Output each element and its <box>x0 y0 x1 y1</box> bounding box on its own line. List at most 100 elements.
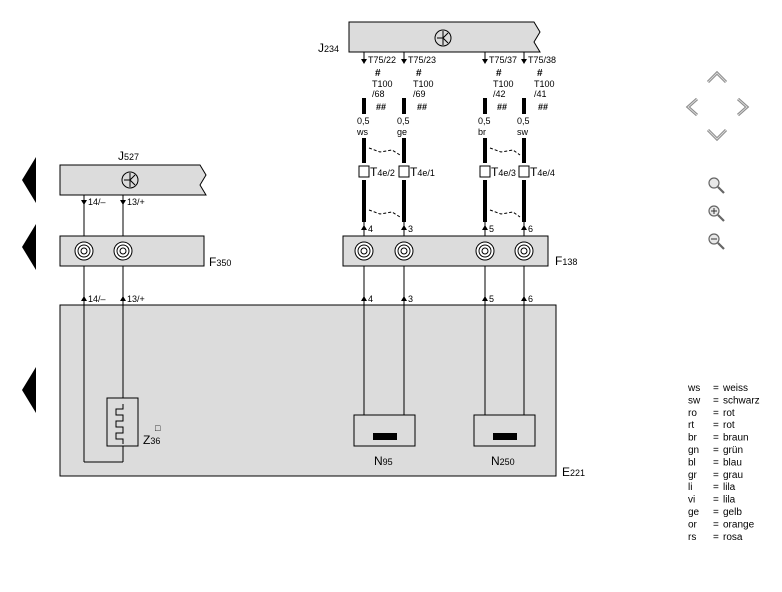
page-back-arrow-icon[interactable] <box>22 367 36 413</box>
svg-text:3: 3 <box>408 294 413 304</box>
connector-f138 <box>342 235 549 267</box>
right-pin-labels: 4 3 5 6 <box>368 294 533 304</box>
svg-text:T4e/4: T4e/4 <box>530 165 555 179</box>
legend-name: gelb <box>723 507 742 518</box>
nav-left-icon[interactable] <box>685 97 698 117</box>
legend-equals: = <box>713 495 719 506</box>
legend-equals: = <box>713 420 719 431</box>
svg-text:/41: /41 <box>534 89 547 99</box>
legend-code: li <box>688 482 692 493</box>
legend-equals: = <box>713 532 719 543</box>
control-unit-j527 <box>59 164 207 196</box>
svg-text:/42: /42 <box>493 89 506 99</box>
component-label-f138: F138 <box>555 254 577 268</box>
svg-text:T100: T100 <box>372 79 393 89</box>
legend-name: rot <box>723 408 735 419</box>
component-label-n250: N250 <box>491 454 515 468</box>
legend-code: ge <box>688 507 700 518</box>
legend-code: or <box>688 519 698 530</box>
legend-code: br <box>688 433 698 444</box>
wire-label-2: T75/23 # T100 /69 ## 0,5 ge T4e/1 3 <box>397 55 436 234</box>
page-back-arrow-icon[interactable] <box>22 157 36 203</box>
legend-name: rot <box>723 420 735 431</box>
legend-equals: = <box>713 408 719 419</box>
svg-text:##: ## <box>538 102 548 112</box>
legend-equals: = <box>713 470 719 481</box>
nav-down-icon[interactable] <box>706 128 728 142</box>
z36-mark: □ <box>155 423 161 433</box>
component-label-z36: Z36 <box>143 433 160 447</box>
legend-code: bl <box>688 457 696 468</box>
legend-equals: = <box>713 395 719 406</box>
svg-text:#: # <box>496 68 502 79</box>
zoom-out-icon[interactable] <box>708 233 725 250</box>
legend-equals: = <box>713 457 719 468</box>
connector-socket <box>354 241 374 261</box>
legend-name: blau <box>723 457 742 468</box>
legend-name: weiss <box>722 383 748 394</box>
legend-equals: = <box>713 507 719 518</box>
component-label-f350: F350 <box>209 255 231 269</box>
control-unit-j234 <box>348 21 541 53</box>
control-unit-e221-box <box>59 304 557 477</box>
svg-text:T4e/3: T4e/3 <box>491 165 516 179</box>
svg-text:4: 4 <box>368 294 373 304</box>
svg-text:3: 3 <box>408 224 413 234</box>
component-label-j527: J527 <box>118 149 139 163</box>
svg-text:0,5: 0,5 <box>357 116 370 126</box>
svg-text:ws: ws <box>356 127 368 137</box>
svg-text:T100: T100 <box>493 79 514 89</box>
legend-name: lila <box>723 482 736 493</box>
zoom-fit-icon[interactable] <box>708 177 725 194</box>
svg-text:14/–: 14/– <box>88 197 106 207</box>
legend-equals: = <box>713 519 719 530</box>
connector-socket <box>113 241 133 261</box>
svg-text:T75/38: T75/38 <box>528 55 556 65</box>
terminal-arrows <box>361 59 527 230</box>
plug-connector-symbols <box>358 165 530 178</box>
legend-code: sw <box>688 395 701 406</box>
svg-text:14/–: 14/– <box>88 294 106 304</box>
svg-text:T100: T100 <box>413 79 434 89</box>
wire-bundle <box>362 98 526 222</box>
svg-text:6: 6 <box>528 294 533 304</box>
legend-equals: = <box>713 383 719 394</box>
legend-code: gr <box>688 470 698 481</box>
legend-code: rt <box>688 420 694 431</box>
svg-text:br: br <box>478 127 486 137</box>
svg-text:0,5: 0,5 <box>478 116 491 126</box>
svg-text:13/+: 13/+ <box>127 197 145 207</box>
zoom-in-icon[interactable] <box>708 205 725 222</box>
svg-text:13/+: 13/+ <box>127 294 145 304</box>
wire-label-4: T75/38 # T100 /41 ## 0,5 sw T4e/4 6 <box>517 55 556 234</box>
legend-code: rs <box>688 532 696 543</box>
legend-name: orange <box>723 519 755 530</box>
nav-right-icon[interactable] <box>737 97 750 117</box>
page-back-arrow-icon[interactable] <box>22 224 36 270</box>
component-label-e221: E221 <box>562 465 585 479</box>
legend-name: rosa <box>723 532 743 543</box>
svg-text:##: ## <box>497 102 507 112</box>
svg-text:5: 5 <box>489 294 494 304</box>
svg-text:sw: sw <box>517 127 529 137</box>
heater-element-z36 <box>106 397 139 447</box>
svg-text:T75/23: T75/23 <box>408 55 436 65</box>
svg-text:/68: /68 <box>372 89 385 99</box>
nav-up-icon[interactable] <box>706 70 728 84</box>
svg-text:0,5: 0,5 <box>397 116 410 126</box>
svg-text:T75/22: T75/22 <box>368 55 396 65</box>
svg-text:6: 6 <box>528 224 533 234</box>
valve-n250 <box>473 414 536 447</box>
svg-text:##: ## <box>376 102 386 112</box>
component-label-j234: J234 <box>318 41 339 55</box>
valve-n95 <box>353 414 416 447</box>
legend-name: grau <box>723 470 743 481</box>
legend-code: ro <box>688 408 697 419</box>
legend-equals: = <box>713 445 719 456</box>
legend-code: vi <box>688 495 695 506</box>
shield-marks <box>368 147 521 218</box>
svg-text:##: ## <box>417 102 427 112</box>
connector-socket <box>74 241 94 261</box>
legend-name: braun <box>723 433 749 444</box>
